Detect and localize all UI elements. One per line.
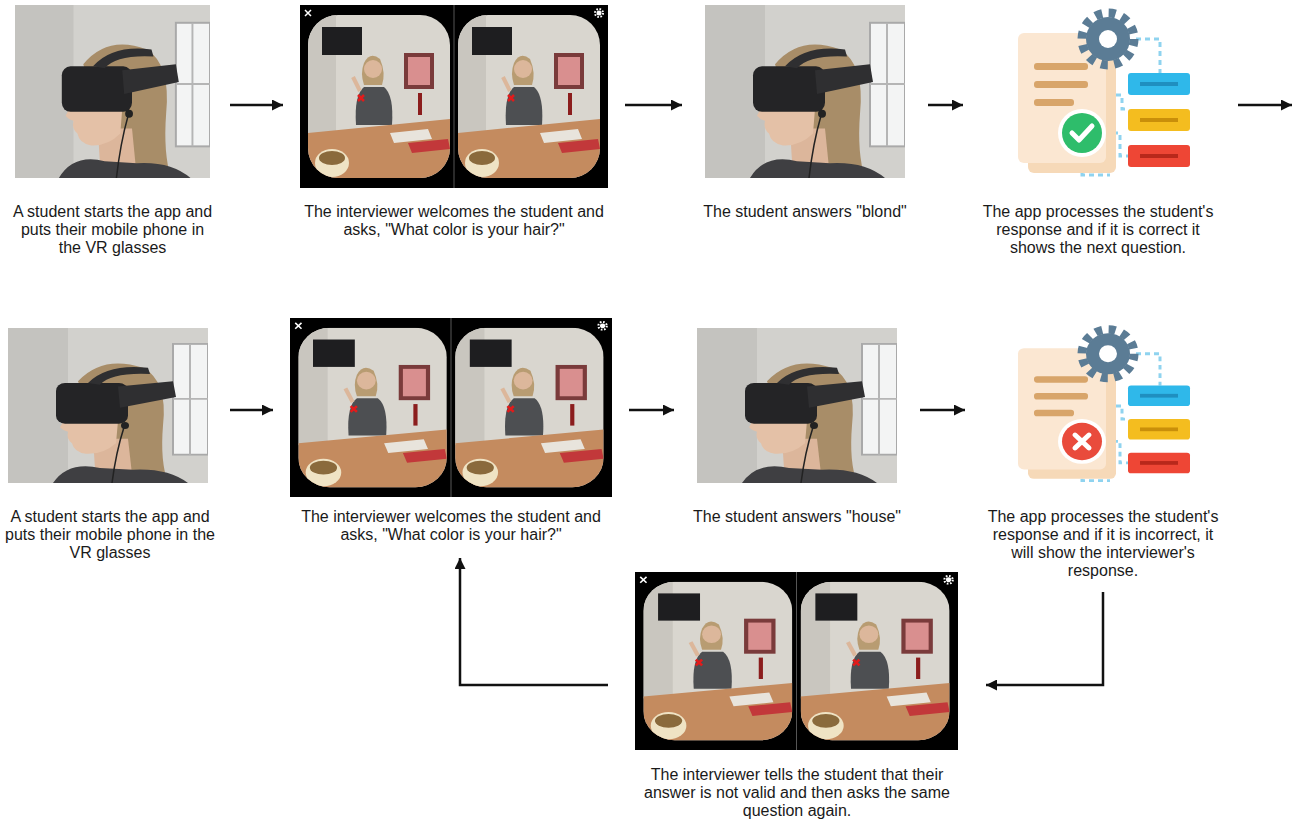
flow-arrow (230, 104, 283, 107)
step-caption: The interviewer tells the student that t… (630, 766, 964, 820)
flow-arrow (928, 104, 963, 107)
student-photo (697, 328, 897, 483)
picture-slot (10, 5, 215, 203)
flow-arrow (460, 558, 608, 685)
flow-arrow (920, 409, 965, 412)
flow-arrow (629, 409, 674, 412)
process-correct-icon (1018, 13, 1190, 175)
step-box: A student starts the app and puts their … (5, 318, 215, 562)
flow-arrow (625, 104, 682, 107)
picture-slot (978, 5, 1218, 203)
picture-slot (980, 318, 1226, 508)
step-caption: The app processes the student's response… (980, 508, 1226, 580)
step-box: The app processes the student's response… (980, 318, 1226, 580)
step-caption: The interviewer welcomes the student and… (298, 203, 610, 239)
flow-arrow (986, 592, 1103, 685)
picture-slot (630, 567, 964, 766)
picture-slot (298, 5, 610, 203)
vr-view (300, 5, 608, 188)
flow-arrow (230, 409, 273, 412)
step-caption: The interviewer welcomes the student and… (288, 508, 614, 544)
picture-slot (288, 318, 614, 508)
step-caption: The app processes the student's response… (978, 203, 1218, 257)
picture-slot (689, 318, 905, 508)
next-arrow (1238, 104, 1292, 107)
step-caption: The student answers "house" (689, 508, 905, 526)
step-caption: The student answers "blond" (697, 203, 913, 221)
step-box: The app processes the student's response… (978, 5, 1218, 257)
step-box: The interviewer welcomes the student and… (288, 318, 614, 544)
picture-slot (697, 5, 913, 203)
student-photo (8, 328, 208, 483)
step-box: The interviewer welcomes the student and… (298, 5, 610, 239)
step-box: The interviewer tells the student that t… (630, 567, 964, 820)
process-incorrect-icon (1018, 329, 1190, 480)
step-box: The student answers "blond" (697, 5, 913, 221)
picture-slot (5, 318, 215, 508)
step-caption: A student starts the app and puts their … (10, 203, 215, 257)
vr-view (635, 572, 958, 750)
step-box: A student starts the app and puts their … (10, 5, 215, 257)
student-photo (15, 5, 210, 178)
step-caption: A student starts the app and puts their … (5, 508, 215, 562)
step-box: The student answers "house" (689, 318, 905, 526)
vr-view (290, 318, 612, 497)
student-photo (705, 5, 905, 178)
